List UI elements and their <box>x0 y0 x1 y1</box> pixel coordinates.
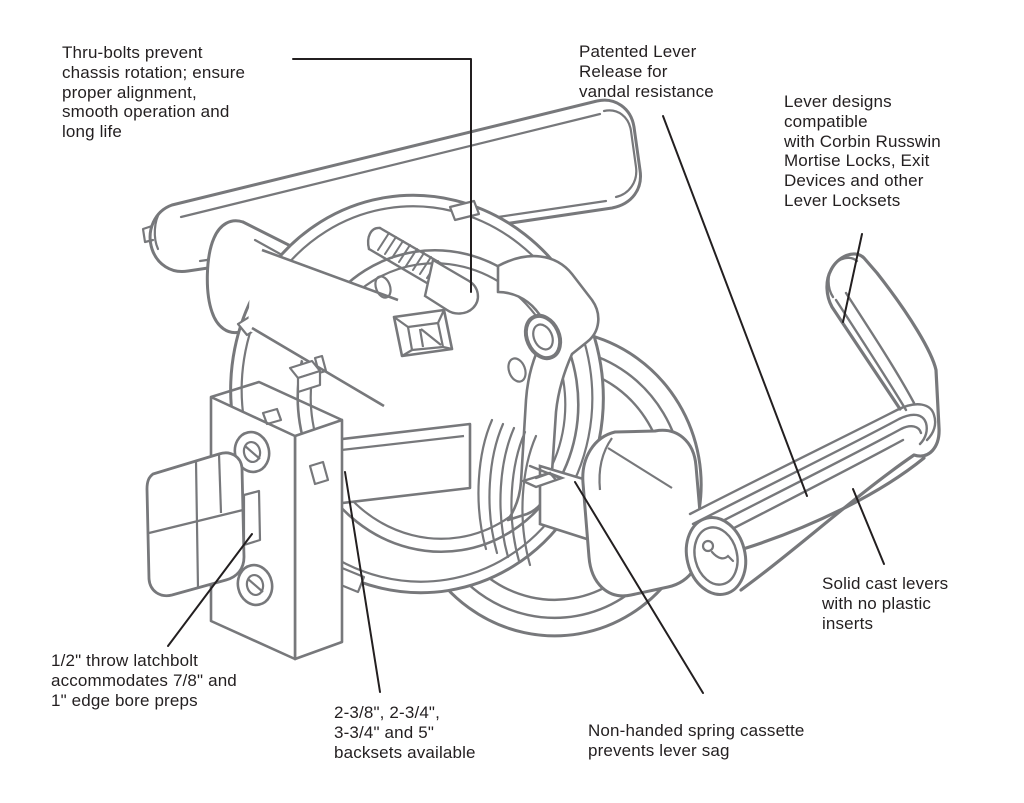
leader-lever-designs <box>842 233 863 323</box>
leader-spring-cassette <box>574 481 704 694</box>
outside-lever-drawing <box>688 252 941 592</box>
keyway-drawing <box>684 516 748 596</box>
key-icon <box>701 539 715 553</box>
latchbolt-drawing <box>145 451 262 598</box>
cylinder-hub-drawing <box>581 428 704 598</box>
label-lever-release: Patented Lever Release for vandal resist… <box>579 42 714 101</box>
leader-lever-release <box>662 115 808 497</box>
spring-cassette-drawing <box>496 254 600 522</box>
thru-bolt-drawing <box>366 226 480 315</box>
leader-backsets <box>344 471 381 693</box>
label-solid-cast: Solid cast levers with no plastic insert… <box>822 574 949 633</box>
leader-latchbolt <box>167 533 253 647</box>
label-backsets: 2-3/8", 2-3/4", 3-3/4" and 5" backsets a… <box>334 703 476 762</box>
leader-lines <box>167 58 885 694</box>
label-thru-bolts: Thru-bolts prevent chassis rotation; ens… <box>62 43 246 142</box>
label-spring-cassette: Non-handed spring cassette prevents leve… <box>588 721 805 760</box>
leader-thru-bolts <box>292 58 472 293</box>
label-latchbolt: 1/2" throw latchbolt accommodates 7/8" a… <box>51 651 237 710</box>
leader-solid-cast <box>852 488 885 565</box>
label-lever-designs: Lever designs compatible with Corbin Rus… <box>784 92 941 210</box>
